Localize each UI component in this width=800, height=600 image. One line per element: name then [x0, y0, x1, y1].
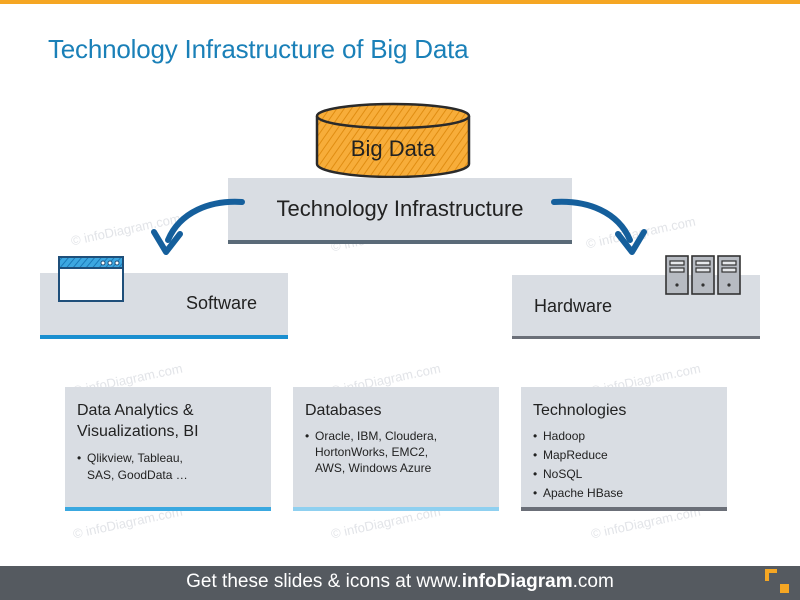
databases-card-title: Databases	[305, 402, 382, 419]
hardware-label: Hardware	[534, 296, 613, 316]
list-item: MapReduce	[533, 448, 718, 463]
technologies-card-list: Hadoop MapReduce NoSQL Apache HBase	[533, 429, 718, 505]
list-item: NoSQL	[533, 467, 718, 482]
analytics-card-list: Qlikview, Tableau, SAS, GoodData …	[77, 451, 262, 483]
analytics-card	[65, 387, 271, 511]
list-item: Oracle, IBM, Cloudera,	[305, 429, 490, 444]
list-item: Apache HBase	[533, 486, 718, 501]
technology-infrastructure-label: Technology Infrastructure	[276, 196, 524, 221]
top-accent-bar	[0, 0, 800, 4]
databases-card	[293, 387, 499, 511]
list-item: Qlikview, Tableau,	[77, 451, 262, 466]
footer-text[interactable]: Get these slides & icons at www.infoDiag…	[186, 571, 614, 592]
list-item: AWS, Windows Azure	[315, 461, 432, 475]
technologies-card-title: Technologies	[533, 402, 627, 419]
server-tower-icon	[664, 252, 746, 298]
databases-card-list: Oracle, IBM, Cloudera, HortonWorks, EMC2…	[305, 429, 490, 476]
brand-corner-icon	[765, 569, 791, 595]
list-item: HortonWorks, EMC2,	[315, 445, 429, 459]
page-title: Technology Infrastructure of Big Data	[48, 34, 469, 64]
list-item: Hadoop	[533, 429, 718, 444]
big-data-label: Big Data	[350, 136, 436, 161]
software-label: Software	[186, 293, 258, 313]
database-cylinder-icon	[313, 100, 473, 180]
technology-infrastructure-box	[228, 178, 572, 244]
list-item: SAS, GoodData …	[87, 468, 188, 482]
arrow-left-icon	[151, 198, 245, 255]
browser-window-icon	[57, 255, 127, 305]
analytics-card-title: Data Analytics & Visualizations, BI	[77, 402, 199, 440]
arrow-right-icon	[551, 198, 647, 255]
footer-bar	[0, 566, 800, 600]
